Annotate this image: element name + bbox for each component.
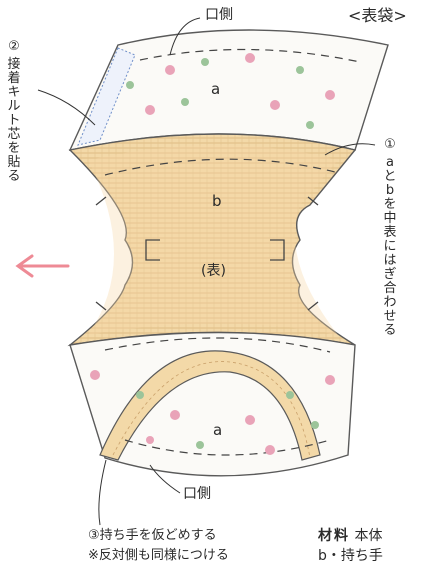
materials-body-label: 本体 bbox=[354, 528, 383, 544]
step1-number: ① bbox=[384, 137, 396, 152]
bottom-a-panel bbox=[69, 331, 356, 477]
b-panel-shading bbox=[88, 145, 338, 335]
materials-line-2: b・持ち手 bbox=[318, 548, 383, 564]
piece-a-top-label: a bbox=[211, 80, 221, 98]
step2-note: 接着キルト芯を貼る bbox=[7, 57, 21, 185]
diagram-title: <表袋> bbox=[348, 6, 407, 25]
floral-print bbox=[90, 53, 335, 455]
leader-lines bbox=[37, 17, 376, 526]
materials-heading: 材料 bbox=[318, 528, 350, 544]
direction-arrow bbox=[15, 254, 70, 278]
piece-b-label: b bbox=[212, 192, 222, 210]
step3-subnote: ※反対側も同様につける bbox=[88, 548, 229, 563]
opening-side-label-top: 口側 bbox=[205, 7, 233, 23]
piece-a-bottom-label: a bbox=[213, 421, 223, 439]
seam-lines bbox=[104, 48, 361, 456]
step3-note: ③持ち手を仮どめする bbox=[88, 528, 217, 543]
interfacing-area bbox=[77, 47, 136, 146]
dart-marks bbox=[95, 196, 319, 311]
opening-side-label-bottom: 口側 bbox=[183, 486, 211, 502]
step2-number: ② bbox=[8, 39, 20, 54]
right-side-label: (表) bbox=[201, 263, 226, 279]
materials-line: 材料 本体 bbox=[318, 529, 382, 543]
handle-strap bbox=[99, 350, 321, 461]
